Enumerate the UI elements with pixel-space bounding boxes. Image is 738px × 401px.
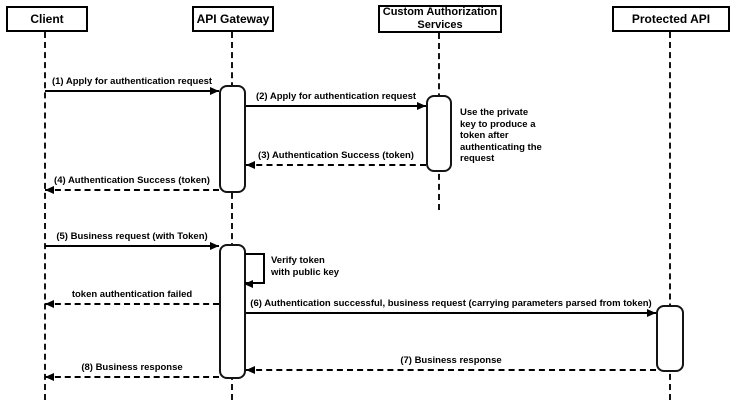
message-token-auth-failed-line	[45, 303, 219, 305]
message-8-line	[45, 376, 219, 378]
lifeline-client	[44, 32, 46, 400]
message-1-line	[45, 90, 219, 92]
note-private-key-text: Use the private key to produce a token a…	[460, 107, 542, 164]
lifeline-api-gateway	[231, 32, 233, 400]
message-2-label: (2) Apply for authentication request	[255, 91, 417, 102]
arrow-left-icon	[45, 186, 54, 194]
actor-client-label: Client	[30, 12, 64, 26]
message-7-line	[246, 369, 656, 371]
self-message-verify-token-label: Verify token with public key	[271, 255, 343, 278]
message-6-line	[246, 312, 656, 314]
actor-protected-api-label: Protected API	[631, 12, 711, 26]
arrow-right-icon	[417, 102, 426, 110]
note-private-key: Use the private key to produce a token a…	[460, 107, 544, 165]
message-1-label: (1) Apply for authentication request	[51, 76, 213, 87]
arrow-left-icon	[246, 366, 255, 374]
message-5-line	[45, 245, 219, 247]
message-4-line	[45, 189, 219, 191]
arrow-left-icon	[246, 161, 255, 169]
arrow-right-icon	[647, 309, 656, 317]
message-5-label: (5) Business request (with Token)	[56, 231, 208, 242]
message-3-label: (3) Authentication Success (token)	[258, 150, 414, 161]
activation-api-gateway-auth	[219, 85, 246, 193]
self-message-verify-token	[244, 253, 265, 288]
arrow-right-icon	[210, 87, 219, 95]
message-token-auth-failed-label: token authentication failed	[71, 289, 193, 300]
message-4-label: (4) Authentication Success (token)	[54, 175, 210, 186]
actor-protected-api: Protected API	[612, 6, 730, 32]
message-6-label: (6) Authentication successful, business …	[250, 298, 652, 309]
message-3-line	[246, 164, 426, 166]
actor-api-gateway: API Gateway	[192, 6, 274, 32]
message-8-label: (8) Business response	[81, 362, 183, 373]
message-7-label: (7) Business response	[400, 355, 502, 366]
activation-protected-api	[656, 305, 684, 372]
arrow-right-icon	[210, 242, 219, 250]
self-message-verify-token-text: Verify token with public key	[271, 255, 340, 278]
actor-custom-authorization-services: Custom Authorization Services	[378, 5, 502, 33]
lifeline-protected-api	[669, 32, 671, 400]
arrow-left-icon	[45, 300, 54, 308]
message-2-line	[246, 105, 426, 107]
activation-api-gateway-business	[219, 244, 246, 379]
arrow-left-icon	[45, 373, 54, 381]
actor-custom-authorization-services-label: Custom Authorization Services	[382, 6, 498, 31]
actor-api-gateway-label: API Gateway	[196, 12, 270, 26]
arrow-left-icon	[244, 280, 253, 288]
actor-client: Client	[6, 6, 88, 32]
activation-custom-authorization-services	[426, 95, 452, 172]
